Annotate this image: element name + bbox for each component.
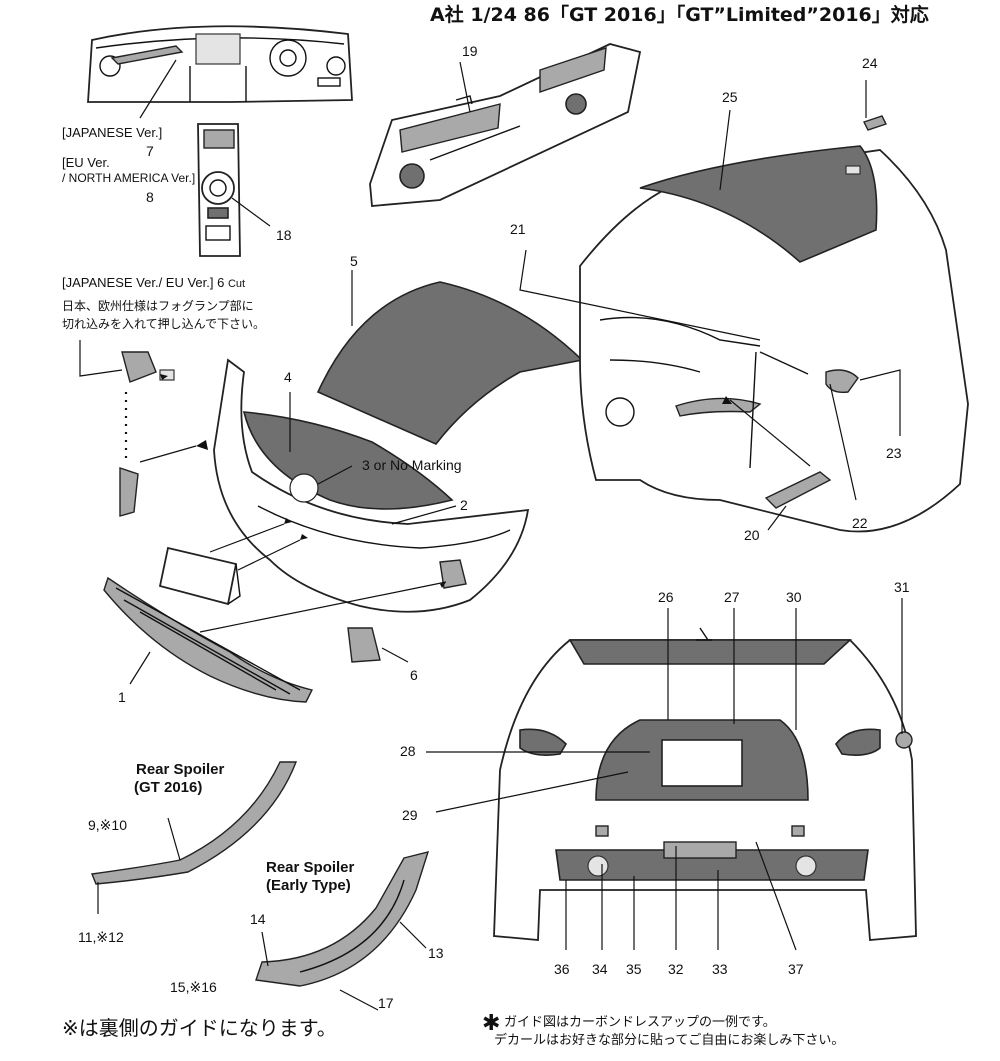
part-number-5: 5 — [350, 253, 358, 269]
dashboard-drawing — [87, 25, 353, 103]
part-number-22: 22 — [852, 515, 868, 531]
part-number-15-16: 15,※16 — [170, 979, 217, 995]
part-number-8: 8 — [146, 189, 154, 205]
marking-option-label: 3 or No Marking — [362, 457, 462, 473]
part-number-35: 35 — [626, 961, 642, 977]
label-north-america-ver: / NORTH AMERICA Ver.] — [62, 171, 196, 185]
leader-lines — [79, 59, 903, 1011]
part-number-13: 13 — [428, 945, 444, 961]
part-number-19: 19 — [462, 43, 478, 59]
part-number-24: 24 — [862, 55, 878, 71]
part-number-33: 33 — [712, 961, 728, 977]
asterisk-icon: ✱ — [482, 1010, 501, 1035]
label-eu-ver: [EU Ver. — [62, 155, 110, 170]
label-japanese-ver: [JAPANESE Ver.] — [62, 125, 163, 140]
part-number-1: 1 — [118, 689, 126, 705]
part-number-25: 25 — [722, 89, 738, 105]
part-number-29: 29 — [402, 807, 418, 823]
part-number-17: 17 — [378, 995, 394, 1011]
fog-lamp-note-line-1: 日本、欧州仕様はフォグランプ部に — [62, 299, 254, 313]
footer-note-left: ※は裏側のガイドになります。 — [62, 1016, 337, 1040]
spoiler-early-drawing — [255, 851, 430, 987]
spoiler-early-subtitle: (Early Type) — [266, 877, 351, 894]
diagram-title: A社 1/24 86「GT 2016」「GT”Limited”2016」対応 — [430, 4, 929, 26]
part-number-2: 2 — [460, 497, 468, 513]
side-view-drawing — [579, 115, 969, 533]
part-number-36: 36 — [554, 961, 570, 977]
spoiler-gt-title: Rear Spoiler — [136, 761, 225, 778]
part-number-14: 14 — [250, 911, 266, 927]
part-number-18: 18 — [276, 227, 292, 243]
grille-drawing — [103, 576, 314, 703]
fog-lamp-pieces-drawing — [119, 351, 467, 663]
part-number-7: 7 — [146, 143, 154, 159]
center-console-drawing — [197, 123, 241, 257]
part-number-4: 4 — [284, 369, 292, 385]
fog-lamp-note-heading: [JAPANESE Ver./ EU Ver.] 6 Cut — [62, 275, 246, 290]
part-number-21: 21 — [510, 221, 526, 237]
footer-note-right-1: ガイド図はカーボンドレスアップの一例です。 — [504, 1015, 776, 1030]
plate-holder-drawing — [158, 546, 241, 606]
part-number-26: 26 — [658, 589, 674, 605]
spoiler-gt-subtitle: (GT 2016) — [134, 779, 203, 796]
part-number-30: 30 — [786, 589, 802, 605]
placement-arrows — [160, 374, 732, 588]
part-number-23: 23 — [886, 445, 902, 461]
part-number-11-12: 11,※12 — [78, 929, 124, 945]
rear-view-drawing — [493, 627, 917, 941]
spoiler-early-title: Rear Spoiler — [266, 859, 355, 876]
part-number-31: 31 — [894, 579, 910, 595]
bonnet-drawing — [316, 281, 584, 445]
footer-note-right-2: デカールはお好きな部分に貼ってご自由にお楽しみ下さい。 — [494, 1033, 845, 1048]
part-number-34: 34 — [592, 961, 608, 977]
part-number-37: 37 — [788, 961, 804, 977]
fog-lamp-note-line-2: 切れ込みを入れて押し込んで下さい。 — [62, 317, 266, 331]
part-number-27: 27 — [724, 589, 740, 605]
part-number-9-10: 9,※10 — [88, 817, 127, 833]
part-number-32: 32 — [668, 961, 684, 977]
front-bumper-drawing — [213, 358, 530, 613]
spoiler-gt2016-drawing — [91, 761, 298, 885]
door-panels-drawing — [369, 43, 642, 207]
part-number-28: 28 — [400, 743, 416, 759]
part-number-20: 20 — [744, 527, 760, 543]
part-number-6: 6 — [410, 667, 418, 683]
